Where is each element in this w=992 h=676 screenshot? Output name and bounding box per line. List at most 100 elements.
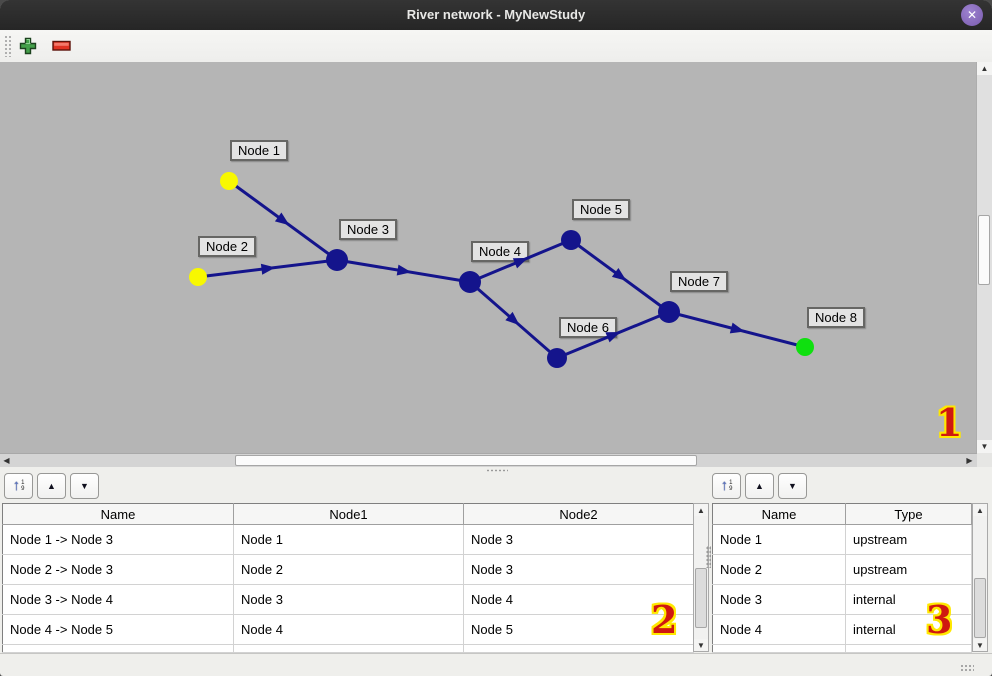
move-down-button[interactable]: ▼ xyxy=(778,473,807,499)
table-cell[interactable]: Node 1 xyxy=(233,524,464,555)
splitter-grip-icon xyxy=(486,469,508,472)
column-header[interactable]: Name xyxy=(712,503,846,525)
move-up-button[interactable]: ▲ xyxy=(37,473,66,499)
canvas-vertical-scrollbar[interactable]: ▲ ▼ xyxy=(976,62,992,453)
network-node[interactable] xyxy=(561,230,581,250)
remove-button[interactable] xyxy=(50,35,74,57)
scroll-up-icon[interactable]: ▲ xyxy=(694,504,708,516)
step-marker-1: 1 xyxy=(936,400,963,445)
column-header[interactable]: Name xyxy=(2,503,234,525)
table-cell[interactable]: Node 3 xyxy=(463,524,694,555)
node-label[interactable]: Node 2 xyxy=(198,236,256,257)
table-cell[interactable]: internal xyxy=(845,584,972,615)
flow-direction-arrow-icon xyxy=(729,322,745,334)
flow-direction-arrow-icon xyxy=(396,264,412,276)
network-node[interactable] xyxy=(547,348,567,368)
status-bar xyxy=(0,653,992,676)
move-up-button[interactable]: ▲ xyxy=(745,473,774,499)
step-marker-2: 2 xyxy=(651,597,678,642)
scroll-up-icon[interactable]: ▲ xyxy=(973,504,987,516)
table-cell[interactable]: Node 2 -> Node 3 xyxy=(2,554,234,585)
canvas-vscroll-thumb[interactable] xyxy=(978,215,990,285)
triangle-up-icon: ▲ xyxy=(47,480,56,491)
canvas-horizontal-scrollbar[interactable]: ◀ ▶ xyxy=(0,453,977,468)
network-node[interactable] xyxy=(326,249,348,271)
title-bar[interactable]: River network - MyNewStudy ✕ xyxy=(0,0,992,30)
table-cell[interactable]: Node 4 xyxy=(712,614,846,645)
table-cell[interactable]: Node 3 xyxy=(233,584,464,615)
table-cell[interactable]: internal xyxy=(845,614,972,645)
table-cell[interactable]: Node 4 xyxy=(463,584,694,615)
node-label[interactable]: Node 5 xyxy=(572,199,630,220)
nodes-vscroll-thumb[interactable] xyxy=(974,578,986,638)
node-label[interactable]: Node 6 xyxy=(559,317,617,338)
branches-table-scrollbar[interactable]: ▲ ▼ xyxy=(693,503,709,652)
network-canvas[interactable]: 1 Node 1 Node 2 Node 3 Node 4 Node 5 Node 6 No… xyxy=(0,62,977,453)
node-label[interactable]: Node 1 xyxy=(230,140,288,161)
table-cell[interactable]: Node 3 xyxy=(712,584,846,615)
table-cell[interactable]: Node 1 xyxy=(712,524,846,555)
node-label[interactable]: Node 3 xyxy=(339,219,397,240)
table-cell[interactable]: Node 2 xyxy=(712,554,846,585)
table-cell[interactable]: Node 2 xyxy=(233,554,464,585)
scrollbar-corner xyxy=(977,453,992,467)
window-title: River network - MyNewStudy xyxy=(406,7,586,22)
table-cell[interactable]: Node 4 -> Node 5 xyxy=(2,614,234,645)
vertical-splitter[interactable] xyxy=(706,546,711,568)
flow-direction-arrow-icon xyxy=(605,331,621,343)
close-button[interactable]: ✕ xyxy=(961,4,983,26)
branches-vscroll-thumb[interactable] xyxy=(695,568,707,628)
table-row-partial xyxy=(2,644,694,653)
table-cell[interactable]: upstream xyxy=(845,524,972,555)
network-node[interactable] xyxy=(658,301,680,323)
nodes-table-scrollbar[interactable]: ▲ ▼ xyxy=(972,503,988,652)
move-down-button[interactable]: ▼ xyxy=(70,473,99,499)
scroll-down-icon[interactable]: ▼ xyxy=(973,639,987,651)
network-node[interactable] xyxy=(459,271,481,293)
close-icon: ✕ xyxy=(966,8,978,22)
resize-grip-icon[interactable] xyxy=(960,664,974,671)
table-cell[interactable]: Node 4 xyxy=(233,614,464,645)
table-cell[interactable]: Node 5 xyxy=(463,614,694,645)
add-button[interactable] xyxy=(16,35,40,57)
column-header[interactable]: Node1 xyxy=(233,503,464,525)
network-svg xyxy=(189,172,814,368)
scroll-right-icon[interactable]: ▶ xyxy=(966,456,973,465)
horizontal-splitter[interactable] xyxy=(0,467,992,473)
scroll-down-icon[interactable]: ▼ xyxy=(694,639,708,651)
network-node[interactable] xyxy=(796,338,814,356)
table-cell[interactable]: upstream xyxy=(845,554,972,585)
scroll-up-icon[interactable]: ▲ xyxy=(977,62,992,75)
canvas-hscroll-thumb[interactable] xyxy=(235,455,697,466)
network-node[interactable] xyxy=(220,172,238,190)
triangle-down-icon: ▼ xyxy=(788,480,797,491)
scroll-left-icon[interactable]: ◀ xyxy=(3,456,10,465)
triangle-up-icon: ▲ xyxy=(755,480,764,491)
table-cell[interactable]: Node 3 xyxy=(463,554,694,585)
scroll-down-icon[interactable]: ▼ xyxy=(977,440,992,453)
node-label[interactable]: Node 8 xyxy=(807,307,865,328)
table-cell[interactable]: Node 3 -> Node 4 xyxy=(2,584,234,615)
network-node[interactable] xyxy=(189,268,207,286)
column-header[interactable]: Node2 xyxy=(463,503,694,525)
table-cell[interactable]: Node 1 -> Node 3 xyxy=(2,524,234,555)
node-label[interactable]: Node 4 xyxy=(471,241,529,262)
toolbar-drag-handle[interactable] xyxy=(4,35,11,57)
column-header[interactable]: Type xyxy=(845,503,972,525)
node-label[interactable]: Node 7 xyxy=(670,271,728,292)
